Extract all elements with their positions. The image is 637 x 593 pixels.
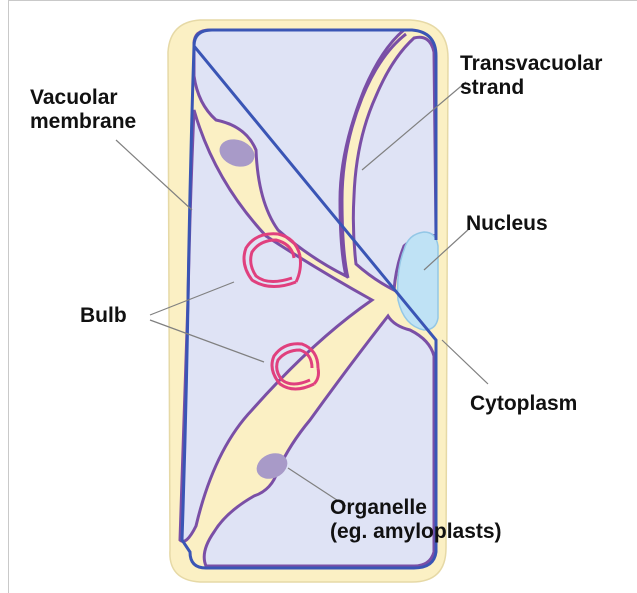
leader-cytoplasm <box>442 340 488 384</box>
label-bulb: Bulb <box>80 304 127 328</box>
label-organelle: Organelle (eg. amyloplasts) <box>330 496 502 544</box>
label-vacuolar-membrane-line1: Vacuolar <box>30 86 136 110</box>
label-organelle-line2: (eg. amyloplasts) <box>330 520 502 544</box>
label-transvacuolar-strand: Transvacuolar strand <box>460 52 602 100</box>
label-nucleus: Nucleus <box>466 212 548 236</box>
label-transvacuolar-strand-line2: strand <box>460 76 602 100</box>
label-vacuolar-membrane: Vacuolar membrane <box>30 86 136 134</box>
label-transvacuolar-strand-line1: Transvacuolar <box>460 52 602 76</box>
label-cytoplasm: Cytoplasm <box>470 392 577 416</box>
label-organelle-line1: Organelle <box>330 496 502 520</box>
label-vacuolar-membrane-line2: membrane <box>30 110 136 134</box>
